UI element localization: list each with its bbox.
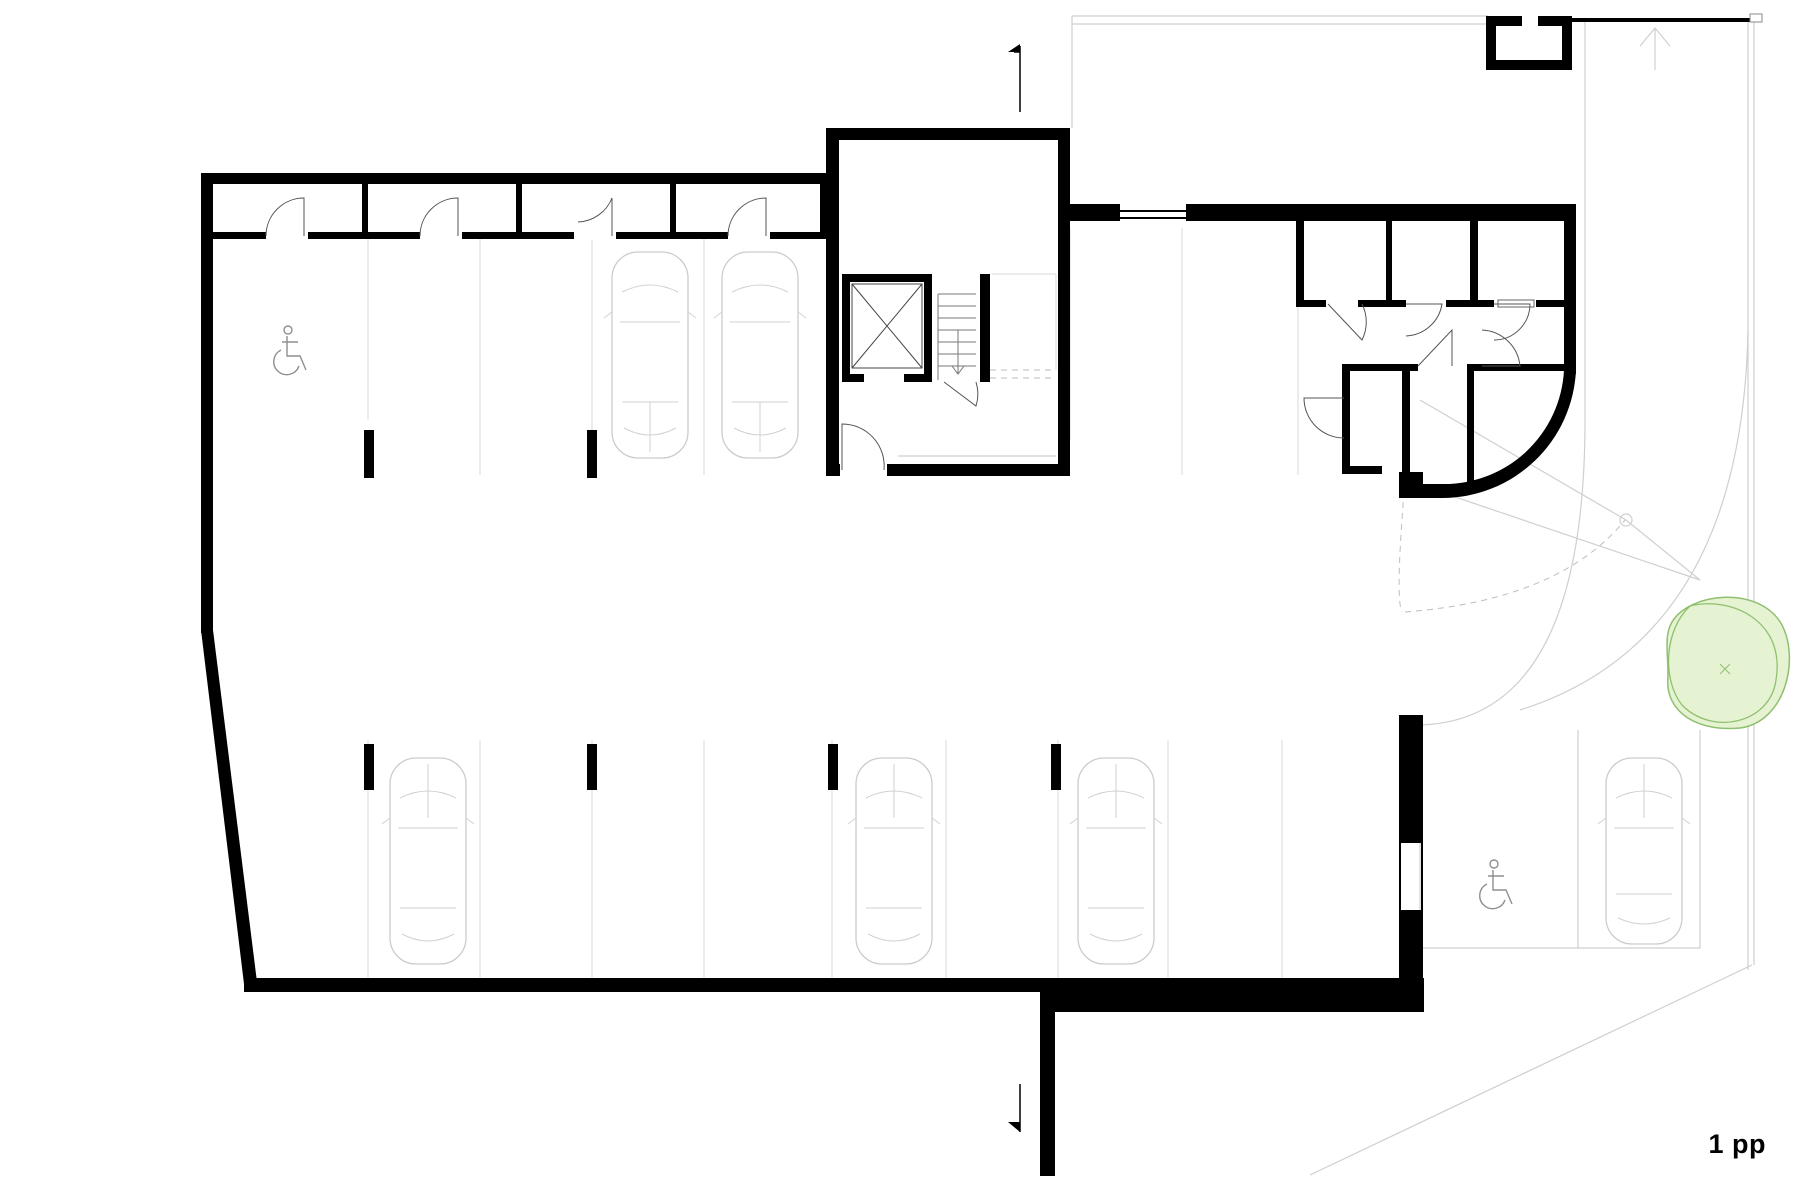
- section-marker-icon: [1008, 44, 1021, 112]
- tree-icon: [1666, 596, 1791, 730]
- car-icon: [713, 251, 807, 459]
- stair-icon: [898, 273, 1057, 457]
- exterior-walls: [201, 173, 1424, 1176]
- stair-core: [826, 128, 1576, 476]
- section-marker-icon: [1008, 1084, 1021, 1132]
- site-boundary: [1071, 15, 1755, 1176]
- car-icon: [381, 757, 475, 965]
- car-icon: [1597, 757, 1691, 945]
- storage-units: [265, 173, 832, 240]
- columns: [364, 430, 1061, 790]
- car-icon: [1069, 757, 1163, 965]
- car-icon: [603, 251, 697, 459]
- right-storage-units: [1296, 204, 1576, 499]
- car-icon: [847, 757, 941, 965]
- wheelchair-icon: [273, 325, 307, 376]
- entry-kiosk: [1486, 13, 1763, 70]
- plan-level-label: 1 pp: [1708, 1129, 1766, 1159]
- wheelchair-icon: [1479, 859, 1513, 910]
- elevator-icon: [842, 274, 932, 382]
